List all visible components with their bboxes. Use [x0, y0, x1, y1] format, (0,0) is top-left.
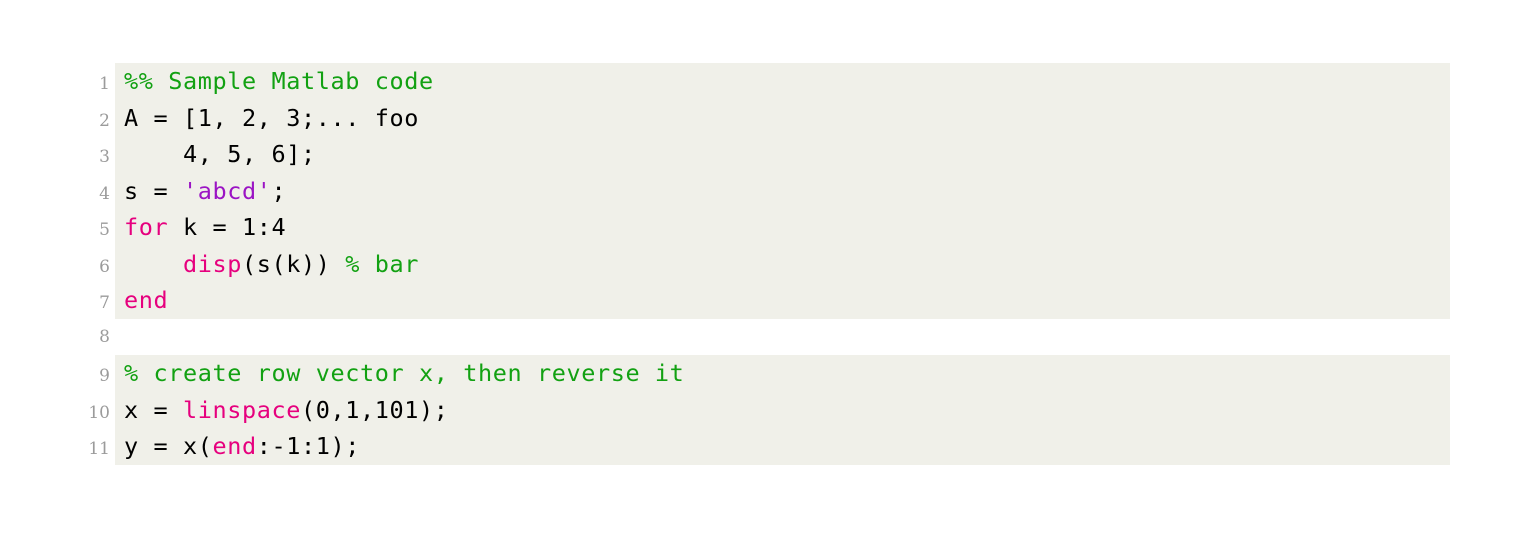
- code-token-cmt: %% Sample Matlab code: [124, 67, 434, 95]
- code-token-kw: disp: [183, 249, 242, 278]
- line-number: 8: [84, 318, 115, 355]
- line-content: end: [115, 282, 1450, 319]
- code-token-pln: :-1:1);: [256, 432, 360, 460]
- line-number: 9: [84, 358, 115, 395]
- code-line: 6 disp(s(k)) % bar: [84, 245, 1450, 285]
- code-line: 9 % create row vector x, then reverse it: [84, 355, 1450, 395]
- line-number: 5: [84, 212, 115, 249]
- code-token-pln: s =: [124, 176, 183, 205]
- code-token-pln: k = 1:4: [168, 213, 287, 241]
- code-token-kw: for: [124, 213, 169, 241]
- code-token-pln: (s(k)): [242, 249, 346, 278]
- code-token-kw: end: [124, 286, 169, 314]
- code-token-cmt: % create row vector x, then reverse it: [124, 359, 685, 387]
- code-token-pln: 4, 5, 6];: [124, 140, 316, 168]
- line-content: y = x(end:-1:1);: [115, 428, 1450, 465]
- code-line: 1 %% Sample Matlab code: [84, 63, 1450, 103]
- line-content: 4, 5, 6];: [115, 136, 1450, 173]
- code-token-pln: ;: [271, 176, 287, 205]
- line-number: 4: [84, 175, 115, 212]
- code-token-pln: A = [1, 2, 3;... foo: [124, 103, 419, 132]
- code-token-kw: linspace: [183, 395, 301, 424]
- code-line: 2 A = [1, 2, 3;... foo: [84, 99, 1450, 139]
- line-number: 7: [84, 285, 115, 322]
- line-content: disp(s(k)) % bar: [115, 245, 1450, 282]
- code-token-pln: (0,1,101);: [301, 395, 449, 424]
- code-listing: 1 %% Sample Matlab code 2 A = [1, 2, 3;... …: [84, 63, 1450, 468]
- line-content: x = linspace(0,1,101);: [115, 391, 1450, 428]
- line-number: 2: [84, 102, 115, 139]
- code-token-kw: end: [212, 432, 257, 460]
- line-number: 1: [84, 66, 115, 103]
- code-token-str: 'abcd': [183, 176, 272, 205]
- line-content: %% Sample Matlab code: [115, 63, 1450, 100]
- line-number: 11: [84, 431, 115, 468]
- line-content: for k = 1:4: [115, 209, 1450, 246]
- code-line: 3 4, 5, 6];: [84, 136, 1450, 176]
- line-content: % create row vector x, then reverse it: [115, 355, 1450, 392]
- code-line: 7 end: [84, 282, 1450, 322]
- code-token-pln: y = x(: [124, 432, 213, 460]
- line-content: s = 'abcd';: [115, 172, 1450, 209]
- line-number: 10: [84, 394, 115, 431]
- line-number: 3: [84, 139, 115, 176]
- code-token-pln: [124, 250, 183, 278]
- line-content: A = [1, 2, 3;... foo: [115, 99, 1450, 136]
- code-line: 8: [84, 318, 1450, 355]
- line-number: 6: [84, 248, 115, 285]
- code-token-cmt: % bar: [345, 249, 419, 278]
- code-token-pln: x =: [124, 395, 183, 424]
